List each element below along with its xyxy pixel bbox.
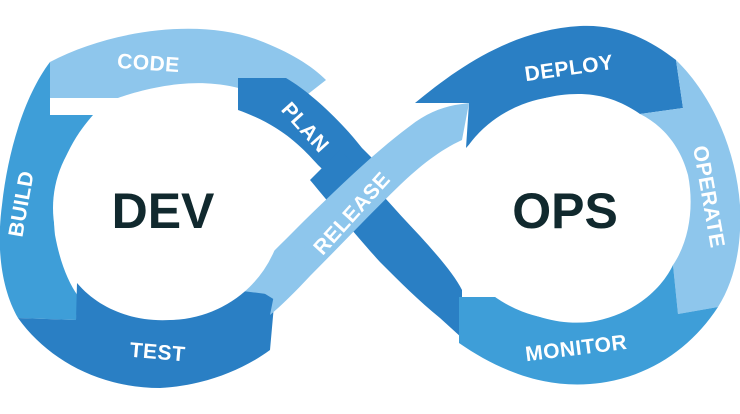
dev-hole xyxy=(53,96,283,320)
label-code: CODE xyxy=(116,50,180,77)
label-test: TEST xyxy=(129,339,186,367)
center-label-ops: OPS xyxy=(512,183,618,239)
ops-hole xyxy=(448,96,688,320)
segment-build xyxy=(0,62,93,320)
segment-operate xyxy=(640,60,740,314)
center-label-dev: DEV xyxy=(112,183,215,239)
segment-deploy xyxy=(415,25,683,149)
segment-monitor xyxy=(459,265,718,385)
release-edge-fix xyxy=(262,148,420,300)
